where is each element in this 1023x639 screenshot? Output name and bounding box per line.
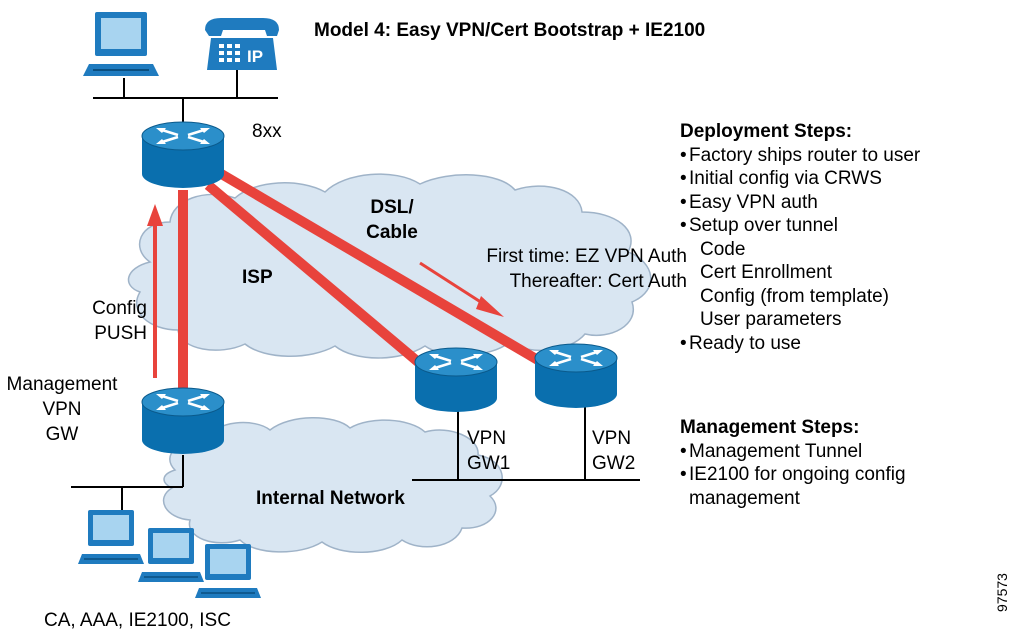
config-push-line1: Config bbox=[92, 298, 147, 319]
dsl-cable-line2: Cable bbox=[366, 222, 418, 243]
tunnel-to-vpn-gw1 bbox=[204, 181, 434, 376]
management-vpn-gw-line3: GW bbox=[45, 424, 79, 445]
isp-label: ISP bbox=[242, 267, 273, 288]
gateway-lan bbox=[412, 400, 640, 481]
vpn-gw1-label: VPN GW1 bbox=[467, 426, 510, 476]
pc-icon bbox=[83, 12, 159, 76]
top-lan bbox=[93, 70, 278, 124]
deployment-steps-panel: Deployment Steps: Factory ships router t… bbox=[680, 120, 920, 355]
figure-id: 97573 bbox=[994, 573, 1010, 612]
auth-arrow bbox=[419, 261, 504, 317]
deployment-step: Initial config via CRWS bbox=[680, 167, 920, 191]
vpn-gw2-line1: VPN bbox=[592, 428, 632, 449]
router-8xx bbox=[141, 121, 225, 188]
deployment-substep: Config (from template) bbox=[700, 285, 890, 307]
router-vpn-gw1 bbox=[414, 347, 498, 412]
management-vpn-gw-line1: Management bbox=[6, 374, 118, 395]
dsl-cable-label: DSL/ Cable bbox=[352, 195, 432, 245]
deployment-steps-heading: Deployment Steps: bbox=[680, 121, 853, 142]
deployment-step: Setup over tunnel bbox=[680, 214, 920, 238]
deployment-step: Easy VPN auth bbox=[680, 191, 920, 215]
server-lan bbox=[71, 455, 184, 510]
servers-label: CA, AAA, IE2100, ISC bbox=[44, 610, 231, 631]
tunnel-to-vpn-gw2 bbox=[215, 167, 551, 371]
server-workstation-2-icon bbox=[138, 528, 204, 582]
ip-phone-icon: IP bbox=[205, 18, 279, 70]
auth-note-line2: Thereafter: Cert Auth bbox=[509, 271, 687, 292]
vpn-gw2-line2: GW2 bbox=[592, 453, 636, 474]
management-step: Management Tunnel bbox=[680, 440, 906, 464]
config-push-arrow bbox=[147, 204, 163, 378]
management-step-continuation: management bbox=[689, 487, 800, 509]
management-step: IE2100 for ongoing config bbox=[680, 463, 906, 487]
config-push-line2: PUSH bbox=[94, 323, 147, 344]
deployment-substep: User parameters bbox=[700, 309, 842, 330]
management-vpn-gw-label: Management VPN GW bbox=[2, 372, 122, 447]
vpn-tunnels bbox=[178, 167, 551, 395]
deployment-step-final: Ready to use bbox=[680, 332, 920, 356]
diagram-title: Model 4: Easy VPN/Cert Bootstrap + IE210… bbox=[314, 20, 706, 41]
config-push-label: Config PUSH bbox=[60, 296, 147, 346]
deployment-step: Factory ships router to user bbox=[680, 144, 920, 168]
auth-note-line1: First time: EZ VPN Auth bbox=[486, 246, 687, 267]
router-management-gw bbox=[141, 387, 225, 454]
deployment-substep: Code bbox=[700, 238, 746, 260]
dsl-cable-line1: DSL/ bbox=[370, 197, 414, 218]
management-steps-heading: Management Steps: bbox=[680, 417, 860, 438]
phone-ip-label: IP bbox=[247, 47, 263, 66]
deployment-substep: Cert Enrollment bbox=[700, 262, 832, 283]
management-steps-panel: Management Steps: Management Tunnel IE21… bbox=[680, 416, 906, 510]
router-vpn-gw2 bbox=[534, 343, 618, 408]
router-8xx-label: 8xx bbox=[252, 121, 282, 142]
server-workstation-1-icon bbox=[78, 510, 144, 564]
internal-network-label: Internal Network bbox=[256, 488, 405, 509]
vpn-gw1-line2: GW1 bbox=[467, 453, 511, 474]
isp-cloud bbox=[127, 173, 652, 359]
auth-note: First time: EZ VPN Auth Thereafter: Cert… bbox=[440, 244, 687, 294]
management-vpn-gw-line2: VPN bbox=[42, 399, 82, 420]
vpn-gw2-label: VPN GW2 bbox=[592, 426, 635, 476]
server-workstation-3-icon bbox=[195, 544, 261, 598]
vpn-gw1-line1: VPN bbox=[467, 428, 507, 449]
